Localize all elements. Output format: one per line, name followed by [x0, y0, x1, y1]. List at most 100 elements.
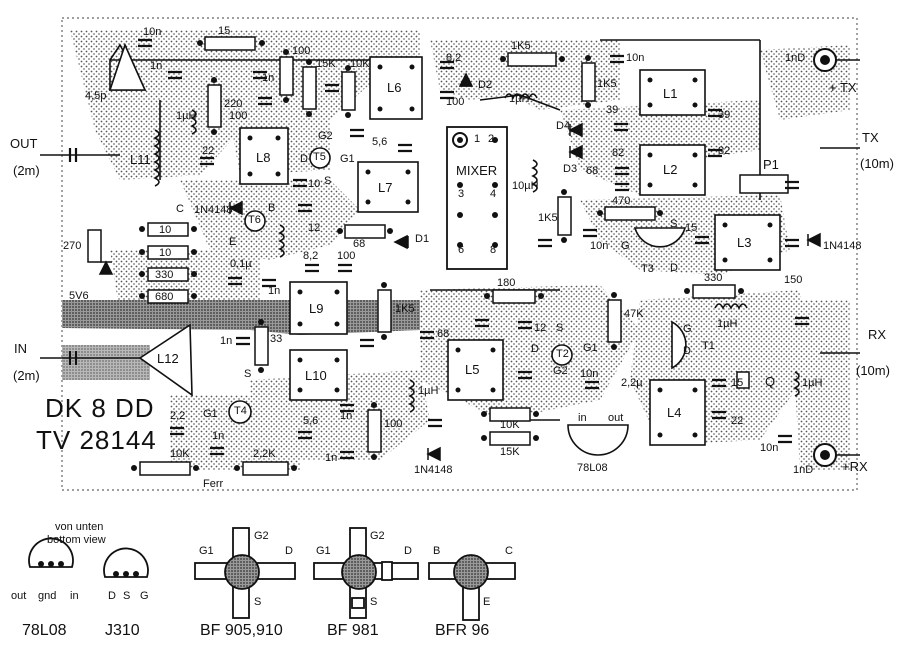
part-value: 5V6 — [69, 290, 89, 302]
mixer-pin: 8 — [490, 244, 497, 256]
transistor-label: T3 — [641, 263, 654, 275]
part-value: 1n — [262, 72, 275, 84]
pinout-pin: G2 — [254, 530, 269, 542]
part-value: 2,2µ — [621, 377, 643, 389]
part-value: 82 — [612, 147, 625, 159]
pin-letter: D — [670, 262, 678, 274]
part-value: 1N4148 — [823, 240, 862, 252]
pinout-pin: out — [11, 590, 27, 602]
transistor-label: T4 — [234, 405, 247, 417]
part-value: 1nD — [785, 52, 806, 64]
part-value: 10n — [626, 52, 645, 64]
pin-letter: G2 — [553, 365, 568, 377]
coil-windings — [153, 93, 800, 413]
part-value: 10n — [580, 368, 599, 380]
pin-letter: G1 — [203, 408, 218, 420]
mixer-pin: 1 — [474, 133, 481, 145]
crystal-q — [736, 371, 750, 389]
pin-letter: G2 — [318, 130, 333, 142]
part-value: D1 — [415, 233, 430, 245]
part-value: 180 — [497, 277, 516, 289]
pinout-pin: G — [140, 590, 149, 602]
mixer-pin: 6 — [458, 244, 465, 256]
solder-pads — [131, 40, 744, 471]
pinout-bf981 — [313, 527, 419, 619]
pinout-bf905 — [194, 527, 296, 619]
transistor-label: T2 — [556, 348, 569, 360]
coil-label: L10 — [305, 368, 327, 383]
part-value: 15K — [316, 58, 336, 70]
part-value: 15 — [685, 222, 698, 234]
pin-letter: D — [531, 343, 539, 355]
part-value: 10K — [500, 419, 520, 431]
coil-pads — [247, 64, 773, 438]
pin-letter: D — [300, 153, 308, 165]
pinout-pin: in — [70, 590, 79, 602]
part-value: 1n — [340, 410, 353, 422]
board-number: TV 28144 — [36, 425, 157, 455]
pin-letter: G — [683, 323, 692, 335]
part-value: 1nD — [793, 464, 814, 476]
coil-label: L9 — [309, 301, 324, 316]
pinout-j310 — [103, 547, 149, 578]
pinout-pin: G2 — [370, 530, 385, 542]
pinout-pin: S — [123, 590, 131, 602]
part-value: 1µH — [176, 110, 197, 122]
pinout-package-name: J310 — [105, 622, 140, 639]
pin-letter: E — [229, 236, 237, 248]
rf-connectors — [813, 48, 837, 467]
part-value: 8,2 — [303, 250, 319, 262]
port-rx-plus: +RX — [842, 459, 868, 474]
part-value: D3 — [563, 163, 578, 175]
ferrite-label: Ferr — [203, 478, 224, 490]
part-value: 39 — [606, 104, 619, 116]
part-value: 0,1µ — [230, 258, 252, 270]
pin-letter: S — [556, 322, 564, 334]
coil-label: L6 — [387, 80, 402, 95]
part-value: 1n — [220, 335, 233, 347]
pot-p1 — [739, 174, 789, 194]
part-value: 150 — [784, 274, 803, 286]
coil-l12-outline — [138, 323, 193, 397]
part-value: 8,2 — [446, 52, 462, 64]
port-rx-band: (10m) — [856, 363, 890, 378]
part-value: 1n — [212, 430, 225, 442]
part-value: 680 — [155, 291, 174, 303]
part-value: D2 — [478, 79, 493, 91]
part-value: 12 — [308, 222, 321, 234]
pin-letter: G1 — [340, 153, 355, 165]
coil-label: L3 — [737, 235, 752, 250]
pinout-package-name: BFR 96 — [435, 622, 490, 639]
part-value: 10n — [590, 240, 609, 252]
part-value: 270 — [63, 240, 82, 252]
transistor-bodies — [228, 147, 687, 456]
coil-label: L4 — [667, 405, 682, 420]
part-value: 22 — [202, 145, 215, 157]
part-value: 15 — [218, 25, 231, 37]
part-value: 10n — [760, 442, 779, 454]
part-value: 1K5 — [597, 78, 617, 90]
coil-label: L2 — [663, 162, 678, 177]
mixer-pin: 2 — [488, 133, 495, 145]
coil-label: L5 — [465, 362, 480, 377]
diode-symbols — [98, 72, 821, 462]
pin-letter: B — [268, 202, 276, 214]
pinout-bfr96 — [428, 554, 516, 621]
part-value: 68 — [437, 328, 450, 340]
pinout-pin: G1 — [199, 545, 214, 557]
part-value: 1K5 — [511, 40, 531, 52]
pinout-package-name: BF 981 — [327, 622, 379, 639]
port-rx-label: RX — [868, 327, 887, 342]
part-value: 15 — [731, 377, 744, 389]
pinout-caption: von unten — [55, 521, 104, 533]
part-value: 470 — [612, 195, 631, 207]
part-value: 39 — [718, 109, 731, 121]
part-value: 100 — [292, 45, 311, 57]
part-value: 1n — [325, 452, 338, 464]
pinout-pin: D — [404, 545, 412, 557]
port-in-band: (2m) — [13, 368, 40, 383]
ground-band — [62, 300, 420, 335]
pinout-pin: D — [108, 590, 116, 602]
pin-letter: G1 — [583, 342, 598, 354]
